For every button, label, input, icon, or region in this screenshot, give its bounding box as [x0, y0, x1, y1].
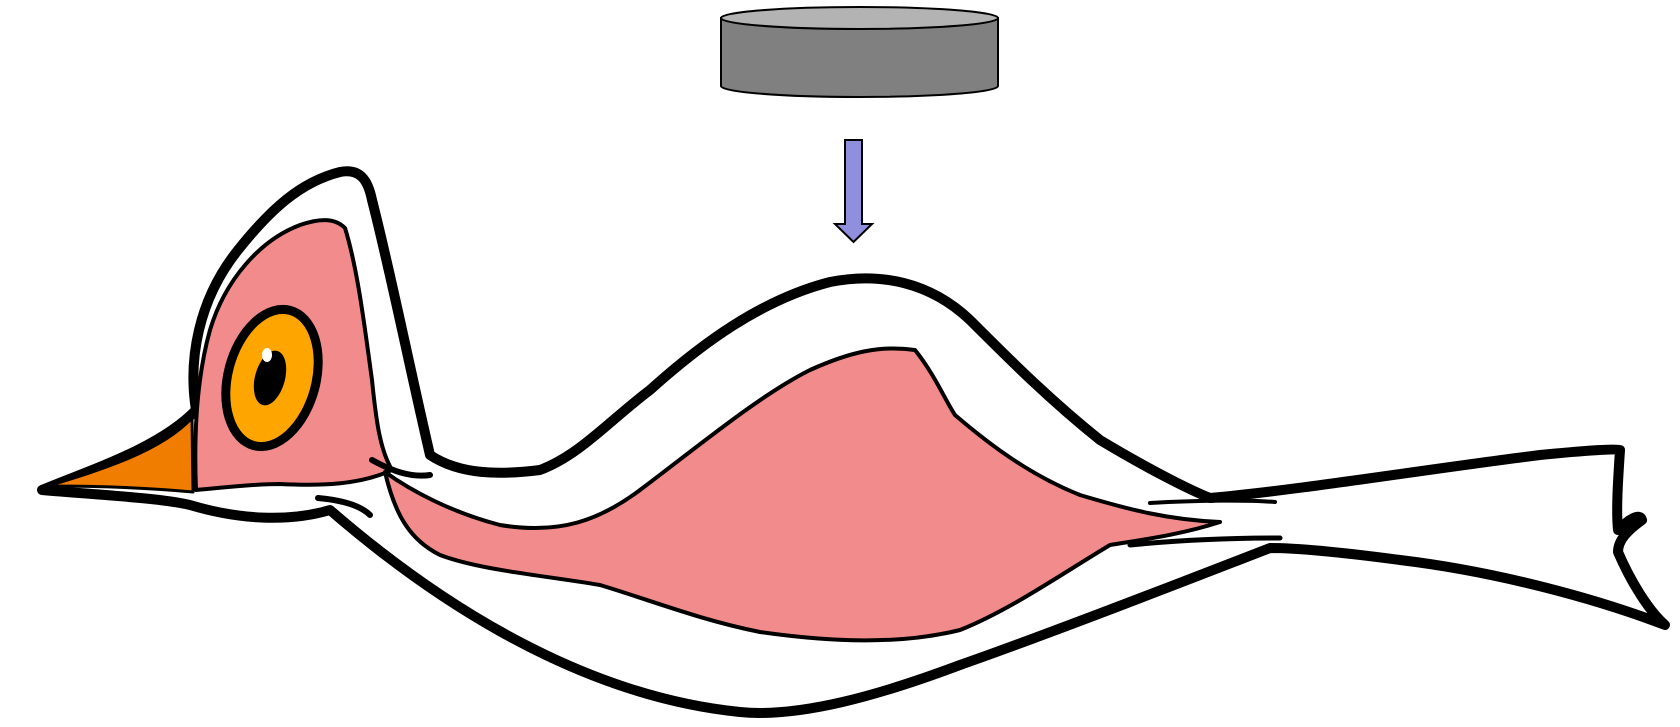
arrow-shape — [835, 140, 872, 242]
cylinder-weight-icon — [721, 7, 998, 97]
down-arrow-icon — [835, 140, 872, 242]
eye-highlight — [262, 348, 272, 362]
weight-top — [721, 7, 998, 29]
flattened-bird-icon — [42, 171, 1665, 713]
